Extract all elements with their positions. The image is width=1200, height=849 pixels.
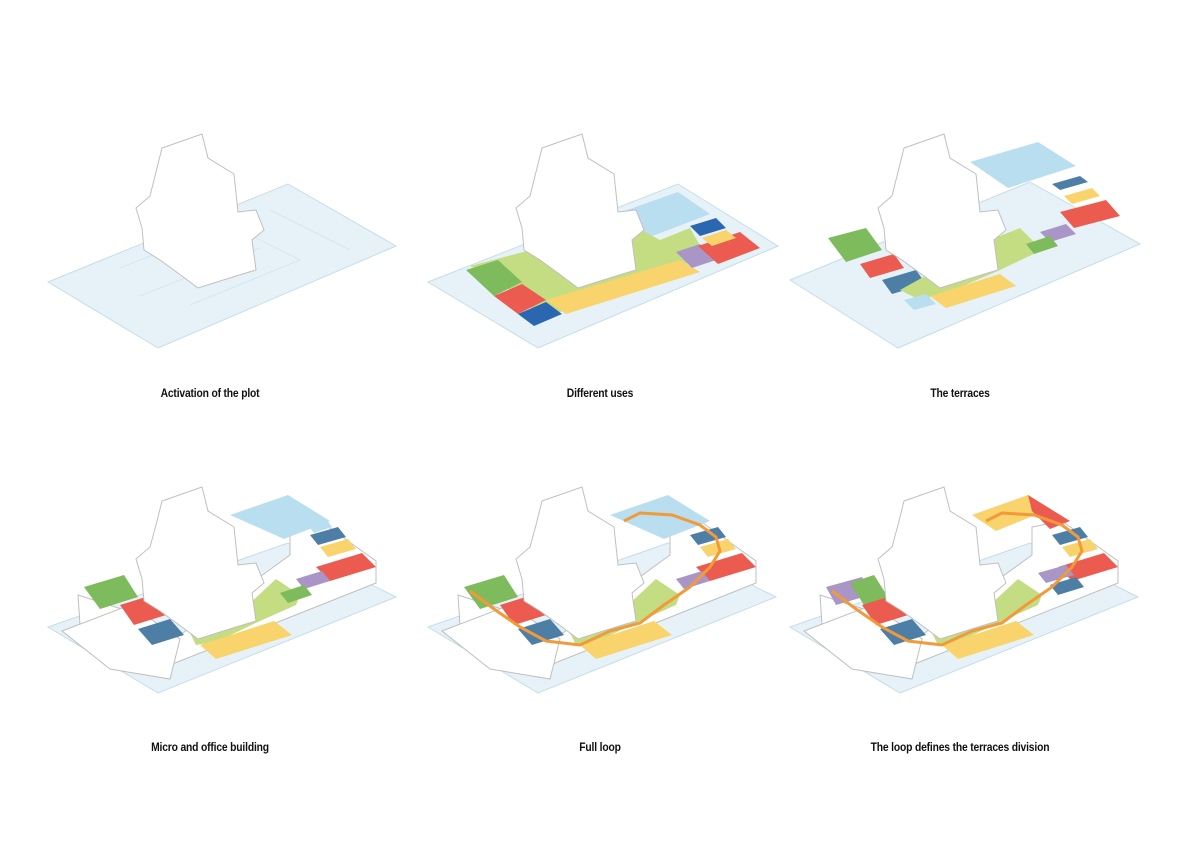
terrace-red: [1060, 200, 1120, 228]
terrace-yellow: [930, 274, 1016, 308]
existing-building-outline: [877, 133, 1007, 289]
terrace-red: [316, 553, 376, 581]
use-block-yellow: [702, 230, 736, 246]
loop-path: [831, 511, 1084, 647]
isometric-uses-diagram: [426, 133, 780, 349]
terrace-purple: [296, 571, 330, 589]
isometric-terraces-diagram: [788, 133, 1142, 349]
terrace-yellow: [580, 621, 672, 659]
terrace-green-dark: [84, 575, 138, 609]
diagram-caption: Full loop: [579, 740, 621, 754]
terrace-yellow: [200, 621, 292, 659]
diagram-caption: Different uses: [566, 386, 634, 400]
diagram-caption: The terraces: [930, 386, 990, 400]
terrace-blue-steel: [882, 270, 926, 294]
diagram-activation-of-the-plot: Activation of the plot: [20, 100, 400, 460]
terrace-green-dark: [464, 575, 518, 609]
terrace-blue-steel: [1052, 176, 1088, 190]
existing-building-outline: [135, 133, 265, 289]
terrace-blue-steel: [138, 619, 184, 645]
diagram-caption: Activation of the plot: [160, 386, 260, 400]
terrace-sky: [610, 495, 710, 539]
terrace-yellow: [320, 539, 356, 557]
terrace-blue-steel: [310, 527, 346, 545]
isometric-loop-division-diagram: [788, 486, 1140, 694]
plot-grid: [269, 209, 351, 251]
use-block-red: [494, 284, 546, 314]
diagram-different-uses: Different uses: [410, 100, 790, 460]
terrace-red: [696, 553, 756, 581]
diagram-caption: Micro and office building: [151, 740, 269, 754]
diagram-loop-defines-terraces-division: The loop defines the terraces division: [770, 455, 1150, 815]
diagram-micro-and-office-building: Micro and office building: [20, 455, 400, 815]
terrace-yellow: [1064, 188, 1100, 204]
use-block-red: [698, 232, 760, 264]
terrace-sky: [230, 495, 330, 539]
isometric-building-diagram: [46, 486, 398, 694]
diagram-full-loop: Full loop: [410, 455, 790, 815]
use-block-blue: [690, 218, 726, 236]
diagram-caption: The loop defines the terraces division: [870, 740, 1050, 754]
terrace-red: [1028, 495, 1070, 529]
use-block-green-dark: [466, 260, 522, 296]
building-volume: [61, 604, 181, 680]
terrace-sky: [308, 519, 332, 533]
terrace-blue-steel: [690, 527, 726, 545]
terrace-green-dark: [828, 228, 882, 262]
terrace-blue-steel: [880, 619, 926, 645]
isometric-plot-diagram: [46, 133, 398, 349]
building-volume: [803, 604, 923, 680]
existing-building-outline: [515, 486, 645, 640]
building-volume: [441, 604, 561, 680]
use-block-blue: [518, 302, 562, 326]
loop-path: [469, 511, 722, 647]
terrace-blue-steel: [518, 619, 564, 645]
terrace-purple: [1038, 565, 1074, 583]
terrace-blue-steel: [1052, 527, 1088, 545]
existing-building-outline: [877, 486, 1007, 640]
terrace-red: [860, 254, 904, 278]
use-block-yellow: [546, 260, 700, 314]
existing-building-outline: [515, 133, 645, 289]
existing-building-outline: [135, 486, 265, 640]
terrace-sky: [904, 294, 936, 310]
terrace-green-dark: [1026, 236, 1058, 254]
terrace-green-dark: [850, 575, 888, 605]
terrace-yellow: [942, 621, 1034, 659]
terrace-blue-steel: [1050, 577, 1084, 595]
isometric-loop-diagram: [426, 486, 778, 694]
diagram-the-terraces: The terraces: [770, 100, 1150, 460]
terrace-sky: [970, 142, 1076, 188]
terrace-green-dark: [280, 585, 312, 603]
